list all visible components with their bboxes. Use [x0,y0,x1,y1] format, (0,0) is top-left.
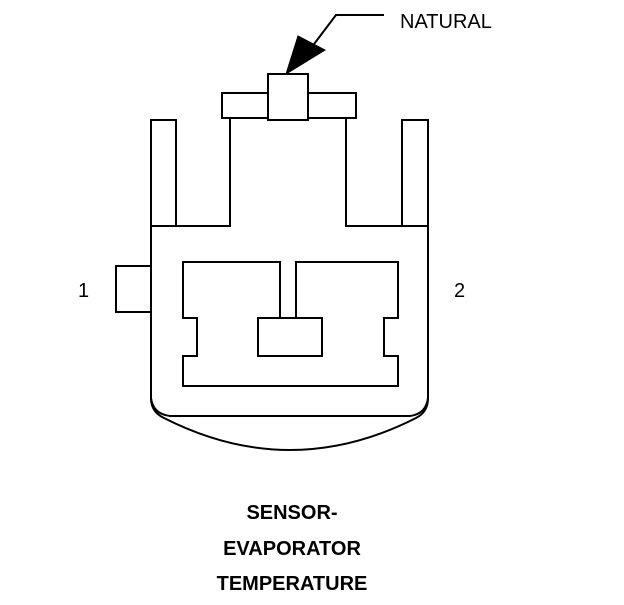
callout-arrowhead [285,35,327,76]
callout-label: NATURAL [400,11,492,33]
title-line-3: TEMPERATURE [217,573,368,595]
pin-2-label: 2 [454,280,465,302]
callout-leader-line [304,14,384,57]
title-line-2: EVAPORATOR [223,538,361,560]
top-key-tab [267,73,309,121]
body-bottom-seam [150,397,429,417]
left-latch-tab [115,265,152,313]
pin-1-label: 1 [78,280,89,302]
center-terminal-pocket [257,317,323,357]
title-line-1: SENSOR- [246,502,337,524]
